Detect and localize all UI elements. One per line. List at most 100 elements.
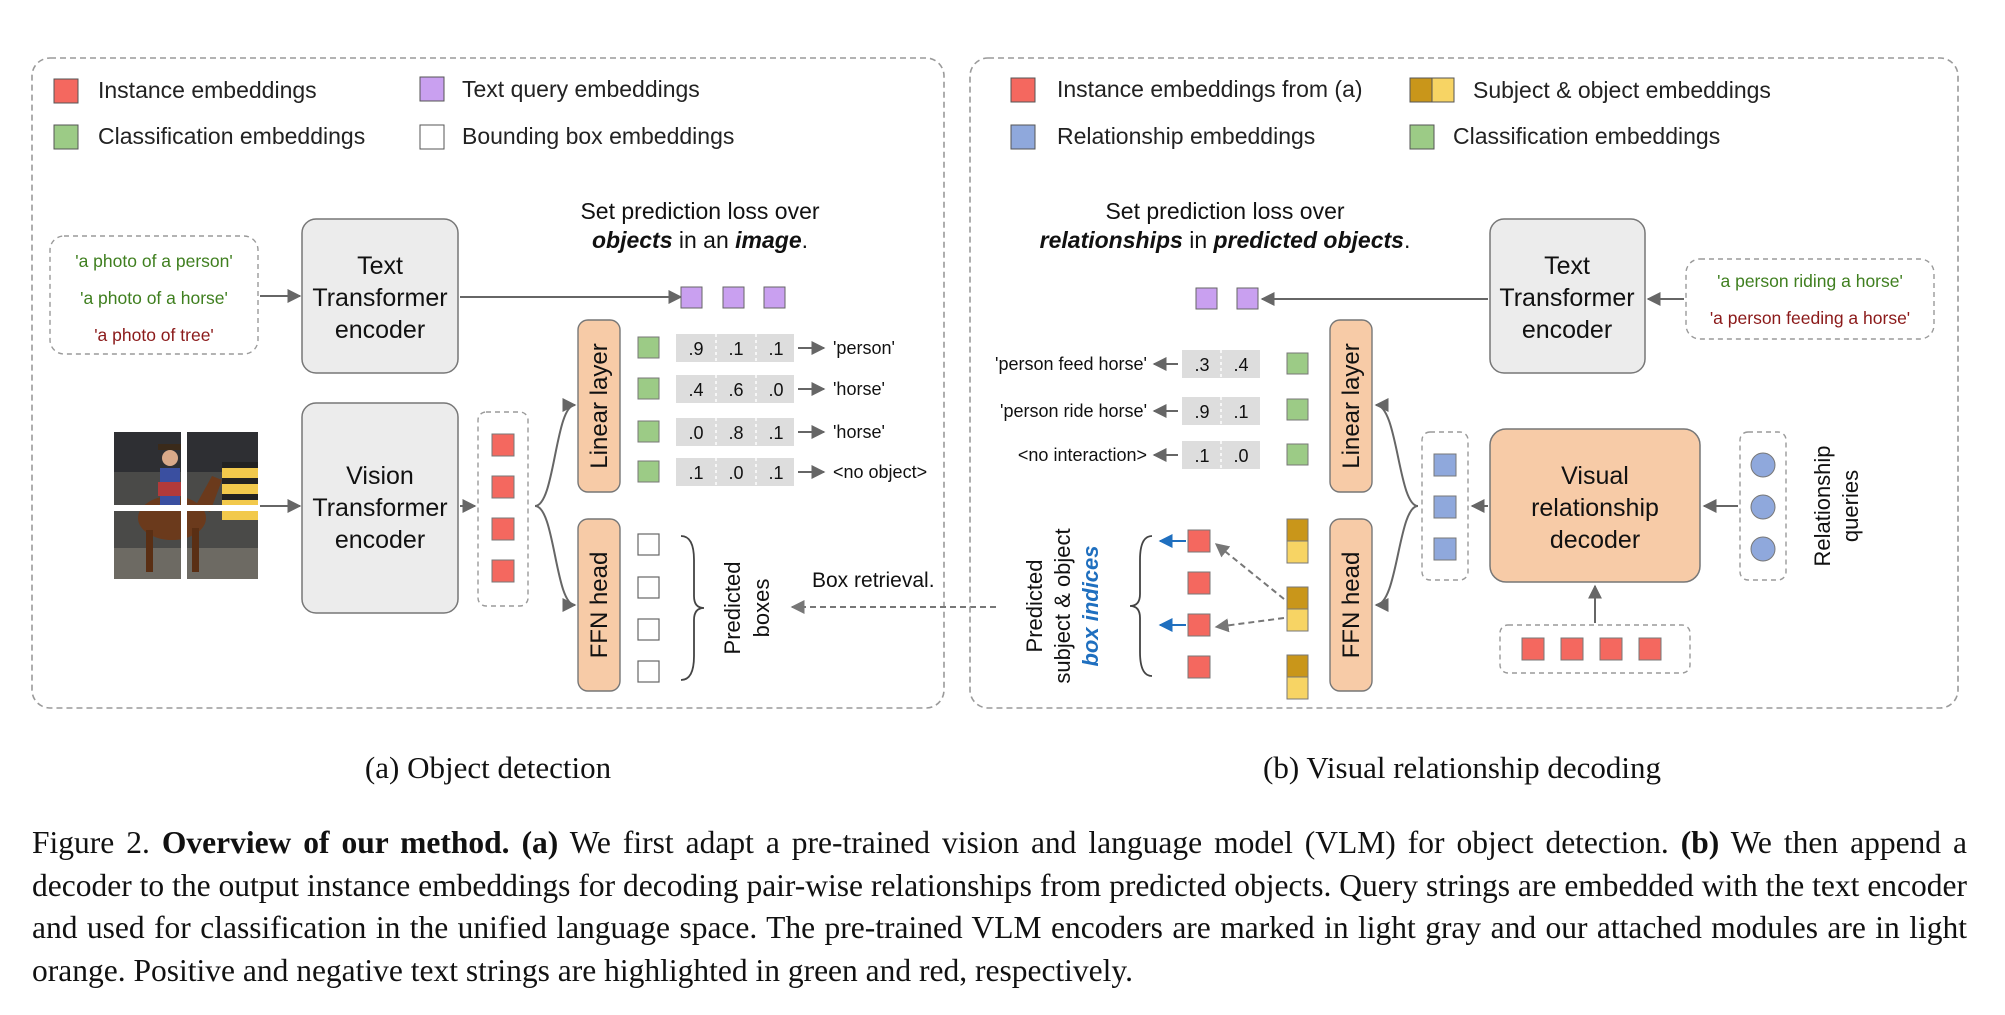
classification-embedding (1286, 443, 1309, 466)
score-row: .3 .4 (1182, 350, 1260, 378)
score-row: .9 .1 .1 (676, 334, 794, 362)
instance-embedding (1638, 637, 1662, 661)
candidate-instance (1187, 571, 1211, 595)
score-cell: .3 (1194, 355, 1209, 375)
predicted-boxes-line1: Predicted (720, 562, 745, 655)
score-cell: .6 (728, 380, 743, 400)
query-person: 'a photo of a person' (75, 251, 233, 271)
score-cell: .0 (1233, 446, 1248, 466)
indices-line1: Predicted (1022, 560, 1047, 653)
panel-a-frame (31, 57, 945, 709)
text-encoder-a-line1: Text (357, 252, 403, 280)
figure-label: Figure 2. (32, 825, 150, 860)
score-row: .0 .8 .1 (676, 418, 794, 446)
ffn-head-a-label: FFN head (586, 552, 613, 659)
instance-embedding (1521, 637, 1545, 661)
score-cell: .9 (1194, 402, 1209, 422)
relationship-queries-box (1739, 431, 1787, 581)
object-embedding (1286, 540, 1309, 564)
relationship-query (1750, 452, 1776, 478)
legend-classification-b-swatch (1409, 124, 1435, 150)
score-cell: .0 (688, 423, 703, 443)
legend-classification-label: Classification embeddings (98, 123, 365, 149)
part-b-tag: (b) (1680, 825, 1720, 860)
method-diagram: Instance embeddings Text query embedding… (31, 57, 1959, 785)
decoder-line3: decoder (1550, 526, 1640, 554)
legend-subject-object-label: Subject & object embeddings (1473, 77, 1771, 103)
text-query-embedding (763, 286, 786, 309)
relationship-embedding (1433, 537, 1457, 561)
decoder-line2: relationship (1531, 494, 1659, 522)
class-label: 'horse' (833, 379, 885, 399)
score-cell: .1 (688, 463, 703, 483)
caption-b: (b) Visual relationship decoding (1263, 750, 1661, 785)
subject-index-pointer (1214, 543, 1285, 600)
relationship-label: 'person ride horse' (1000, 401, 1147, 421)
candidate-instance (1187, 613, 1211, 637)
instance-embedding (491, 559, 515, 583)
decoder-line1: Visual (1561, 462, 1629, 490)
text-encoder-a-line2: Transformer (312, 284, 447, 312)
loss-text-b-line2: relationships in predicted objects. (1040, 227, 1411, 253)
relationship-queries-line1: Relationship (1810, 445, 1835, 566)
text-encoder-b (1489, 218, 1646, 374)
relationship-queries-line2: queries (1838, 470, 1863, 542)
candidate-instance (1187, 529, 1211, 553)
part-a-text: We first adapt a pre-trained vision and … (569, 825, 1669, 860)
legend-instance-from-a-label: Instance embeddings from (a) (1057, 76, 1363, 102)
relationship-query (1750, 494, 1776, 520)
text-encoder-a (301, 218, 459, 374)
object-index-pointer (1214, 617, 1285, 633)
ffn-head-a (577, 518, 621, 692)
score-cell: .1 (1194, 446, 1209, 466)
queries-box-a (49, 235, 259, 355)
classification-embedding (1286, 352, 1309, 375)
score-cell: .1 (768, 339, 783, 359)
text-query-embedding (722, 286, 745, 309)
score-cell: .4 (688, 380, 703, 400)
legend-text-query-swatch (419, 76, 445, 102)
part-a-tag: (a) (521, 825, 559, 860)
query-riding: 'a person riding a horse' (1717, 271, 1903, 291)
score-cell: .1 (768, 423, 783, 443)
score-cell: .9 (688, 339, 703, 359)
vision-encoder-line2: Transformer (312, 494, 447, 522)
panel-b-frame (969, 57, 1959, 709)
candidate-instance (1187, 655, 1211, 679)
relationship-embedding (1433, 495, 1457, 519)
text-query-embedding (680, 286, 703, 309)
instance-embeddings-box-a (477, 411, 529, 607)
text-query-embedding (1195, 287, 1218, 310)
legend-instance-from-a-swatch (1010, 77, 1036, 103)
relationship-embedding (1433, 453, 1457, 477)
bbox-embedding (637, 618, 660, 641)
indices-line2: subject & object (1050, 528, 1075, 683)
visual-relationship-decoder (1489, 428, 1701, 583)
object-embedding (1286, 676, 1309, 700)
vision-encoder-line3: encoder (335, 526, 425, 554)
text-encoder-a-line3: encoder (335, 316, 425, 344)
legend-instance-swatch (53, 78, 79, 104)
score-cell: .4 (1233, 355, 1248, 375)
predicted-boxes-line2: boxes (749, 579, 774, 638)
query-tree: 'a photo of tree' (94, 325, 214, 345)
class-label: 'horse' (833, 422, 885, 442)
score-row: .1 .0 .1 (676, 458, 794, 486)
text-encoder-b-line3: encoder (1522, 316, 1612, 344)
bbox-embedding (637, 576, 660, 599)
score-cell: .8 (728, 423, 743, 443)
query-feeding: 'a person feeding a horse' (1710, 308, 1910, 328)
score-row: .9 .1 (1182, 397, 1260, 425)
caption-a: (a) Object detection (365, 750, 612, 785)
relationship-query (1750, 536, 1776, 562)
instance-embedding (1560, 637, 1584, 661)
query-horse: 'a photo of a horse' (80, 288, 228, 308)
subject-embedding (1286, 586, 1309, 610)
subject-embedding (1286, 654, 1309, 678)
classification-embedding (637, 420, 660, 443)
vision-encoder (301, 402, 459, 614)
score-cell: .0 (728, 463, 743, 483)
instance-embedding (491, 517, 515, 541)
class-label: 'person' (833, 338, 895, 358)
bbox-embedding (637, 533, 660, 556)
